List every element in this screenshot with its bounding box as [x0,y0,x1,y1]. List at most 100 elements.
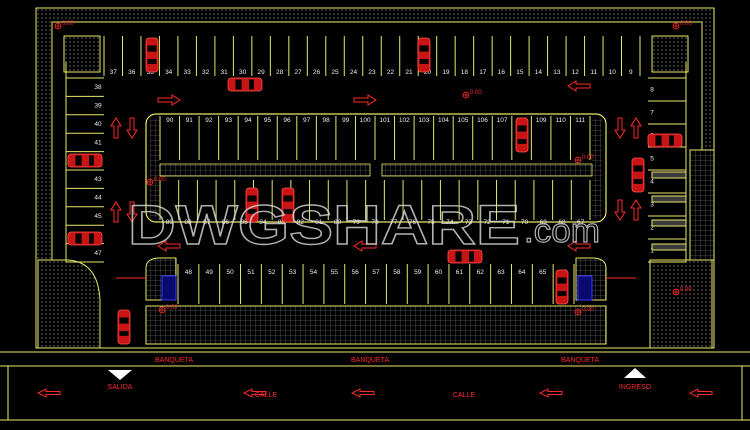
arrow-icon [630,199,642,221]
arrow-icon [567,240,591,252]
stall-number: 47 [94,250,102,257]
stall-number: 63 [497,269,505,276]
level-tag: 0.00 [672,21,692,30]
stall-number: 57 [372,269,380,276]
stall-number: 17 [479,69,487,76]
stall-number: 88 [184,219,192,226]
car-icon [515,117,529,153]
stall-number: 96 [283,117,291,124]
stall-number: 72 [484,219,492,226]
stall-number: 60 [435,269,443,276]
traffic-arrows [110,80,642,252]
stall-number: 109 [536,117,547,124]
stall-number: 82 [297,219,305,226]
svg-text:0.00: 0.00 [154,177,166,183]
street-arrow-icon [242,388,267,398]
stall-number: 91 [186,117,194,124]
stall-number: 77 [390,219,398,226]
arrow-icon [110,117,122,139]
street-arrow-icon [538,388,563,398]
arrow-icon [353,240,377,252]
car-icon [417,37,431,73]
stall-number: 1 [650,248,654,255]
stall-number: 94 [244,117,252,124]
stall-number: 40 [94,121,102,128]
stall-number: 8 [650,87,654,94]
stall-number: 65 [539,269,547,276]
svg-text:0.00: 0.00 [680,21,692,27]
stall-number: 23 [368,69,376,76]
stall-number: 32 [202,69,210,76]
stall-number: 103 [418,117,429,124]
svg-text:0.00: 0.00 [582,155,594,161]
stall-number: 37 [110,69,118,76]
stall-number: 76 [409,219,417,226]
stall-number: 75 [427,219,435,226]
car-icon [281,187,295,223]
watermark: DWGSHARE .com [127,192,600,256]
svg-text:0.00: 0.00 [582,307,594,313]
sidewalk-label-right: BANQUETA [561,357,599,364]
stall-number: 69 [540,219,548,226]
stall-number: 61 [456,269,464,276]
stall-number: 51 [247,269,255,276]
stall-number: 20 [424,69,432,76]
stall-number: 68 [558,219,566,226]
stall-number: 55 [331,269,339,276]
stall-number: 59 [414,269,422,276]
stall-number: 67 [577,219,585,226]
stall-number: 43 [94,176,102,183]
street-arrow-icon [350,388,375,398]
parking-stalls [66,36,686,304]
car-icon [117,309,131,345]
car-icon [631,157,645,193]
sidewalk-label-center: BANQUETA [351,357,389,364]
stall-number: 30 [239,69,247,76]
stall-number: 22 [387,69,395,76]
level-tag: 0.00 [158,305,178,314]
arrow-icon [126,117,138,139]
car-icon [145,37,159,73]
stall-number: 15 [516,69,524,76]
stall-number: 38 [94,84,102,91]
street-arrows [36,388,713,398]
stall-number: 21 [405,69,413,76]
stall-number: 104 [438,117,449,124]
stall-number: 18 [461,69,469,76]
stall-number: 98 [323,117,331,124]
stall-number: 5 [650,156,654,163]
stall-number: 83 [278,219,286,226]
street-label-left: CALLE [255,392,278,399]
car-icon [245,187,259,223]
watermark-suffix: .com [524,212,600,250]
stall-number: 106 [477,117,488,124]
stall-number: 34 [165,69,173,76]
stall-number: 70 [521,219,529,226]
level-tag: 0.00 [672,287,692,296]
svg-text:0.00: 0.00 [166,305,178,311]
stall-number: 90 [166,117,174,124]
stall-number: 29 [257,69,265,76]
stall-number: 74 [446,219,454,226]
stall-number: 81 [315,219,323,226]
stall-number: 95 [264,117,272,124]
stall-number: 84 [259,219,267,226]
car-icon [227,77,263,92]
stall-number: 48 [185,269,193,276]
car-icon [647,133,683,148]
stall-number: 78 [371,219,379,226]
stall-number: 111 [575,117,585,124]
stall-number: 39 [94,103,102,110]
stall-number: 24 [350,69,358,76]
stall-number: 71 [502,219,510,226]
stall-number: 44 [94,195,102,202]
level-tag: 0.00 [462,90,482,99]
stall-number: 93 [225,117,233,124]
arrow-icon [614,117,626,139]
stall-number: 86 [222,219,230,226]
stall-number: 33 [184,69,192,76]
stall-number: 27 [294,69,302,76]
stall-number: 52 [268,269,276,276]
